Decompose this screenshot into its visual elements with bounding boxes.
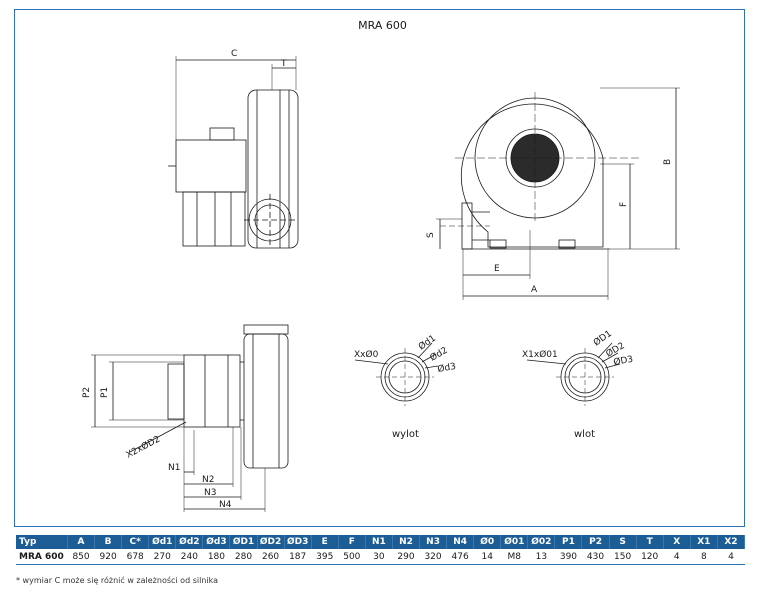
dim-t-label: T — [280, 59, 287, 69]
dim-n2-label: N2 — [202, 475, 214, 485]
table-header-cell: A — [67, 535, 96, 549]
outlet-x-label: XxØ0 — [354, 349, 379, 360]
footnote: * wymiar C może się różnić w zależności … — [16, 576, 218, 585]
table-cell: 476 — [446, 549, 474, 565]
table-header-cell: C* — [121, 535, 150, 549]
table-cell: 850 — [67, 549, 95, 565]
table-header-cell: P2 — [581, 535, 610, 549]
table-cell: 14 — [473, 549, 501, 565]
inlet-x-label: X1xØ01 — [522, 349, 558, 360]
outlet-d1-label: Ød1 — [416, 333, 437, 353]
table-header-cell: B — [94, 535, 123, 549]
table-cell: 260 — [257, 549, 285, 565]
side-view — [168, 56, 299, 249]
table-header-cell: Ød2 — [175, 535, 204, 549]
table-cell: M8 — [500, 549, 528, 565]
table-header-cell: P1 — [554, 535, 583, 549]
table-header-cell: X2 — [717, 535, 746, 549]
table-header-cell: ØD1 — [229, 535, 258, 549]
table-header-cell: Ød3 — [202, 535, 231, 549]
inlet-flange — [526, 342, 621, 406]
table-cell: MRA 600 — [16, 549, 68, 565]
table-cell: 270 — [148, 549, 176, 565]
dim-n3-label: N3 — [204, 488, 216, 498]
table-cell: 4 — [717, 549, 745, 565]
table-cell: 30 — [365, 549, 393, 565]
table-header-cell: N1 — [365, 535, 393, 549]
table-cell: 430 — [581, 549, 610, 565]
table-cell: 187 — [284, 549, 312, 565]
inlet-d1-label: ØD1 — [591, 328, 613, 348]
table-header-cell: Ø0 — [473, 535, 502, 549]
table-header-cell: ØD3 — [284, 535, 312, 549]
outlet-flange — [354, 342, 439, 406]
drawing-title: MRA 600 — [358, 19, 407, 32]
table-cell: 8 — [690, 549, 718, 565]
technical-drawing: C T B F S E A P2 P1 X2xØD2 N1 N2 N3 N4 X… — [82, 49, 680, 512]
table-header-cell: S — [609, 535, 637, 549]
dim-p2-label: P2 — [82, 387, 92, 398]
top-view — [91, 324, 289, 512]
table-cell: 180 — [202, 549, 230, 565]
dim-n4-label: N4 — [219, 500, 232, 510]
table-cell: 320 — [419, 549, 447, 565]
table-header-cell: ØD2 — [257, 535, 285, 549]
table-cell: 290 — [392, 549, 420, 565]
table-header-cell: N2 — [392, 535, 421, 549]
table-header-cell: E — [311, 535, 339, 549]
dim-n1-label: N1 — [168, 463, 180, 473]
inlet-d3-label: ØD3 — [613, 354, 634, 368]
inlet-caption: wlot — [574, 429, 595, 440]
table-header-cell: N3 — [419, 535, 448, 549]
table-cell: 150 — [609, 549, 637, 565]
table-cell: 280 — [229, 549, 258, 565]
dim-s-label: S — [426, 232, 436, 238]
table-header-cell: T — [636, 535, 664, 549]
dim-e-label: E — [494, 264, 500, 274]
table-header-cell: Ød1 — [148, 535, 177, 549]
dim-b-label: B — [663, 159, 673, 165]
dim-c-label: C — [231, 49, 237, 59]
drawing-frame — [14, 9, 745, 527]
outlet-d2-label: Ød2 — [428, 345, 450, 364]
table-header-cell: F — [338, 535, 366, 549]
table-header-cell: Typ — [16, 535, 68, 549]
outlet-d3-label: Ød3 — [437, 361, 457, 375]
table-header-cell: Ø01 — [500, 535, 529, 549]
table-cell: 240 — [175, 549, 203, 565]
dim-x2-label: X2xØD2 — [124, 434, 162, 461]
table-cell: 4 — [663, 549, 691, 565]
table-header-cell: Ø02 — [527, 535, 556, 549]
table-cell: 678 — [121, 549, 149, 565]
table-cell: 390 — [554, 549, 582, 565]
table-cell: 120 — [636, 549, 664, 565]
outlet-caption: wylot — [392, 429, 419, 440]
dim-f-label: F — [619, 202, 629, 207]
front-view — [436, 87, 680, 300]
table-cell: 13 — [527, 549, 555, 565]
table-header-cell: X1 — [690, 535, 718, 549]
table-cell: 920 — [94, 549, 122, 565]
table-header-cell: X — [663, 535, 691, 549]
table-cell: 500 — [338, 549, 366, 565]
dim-p1-label: P1 — [100, 387, 110, 398]
table-cell: 395 — [311, 549, 339, 565]
dim-a-label: A — [531, 285, 538, 295]
dimension-labels: C T B F S E A P2 P1 X2xØD2 N1 N2 N3 N4 X… — [82, 49, 673, 510]
table-header-cell: N4 — [446, 535, 475, 549]
